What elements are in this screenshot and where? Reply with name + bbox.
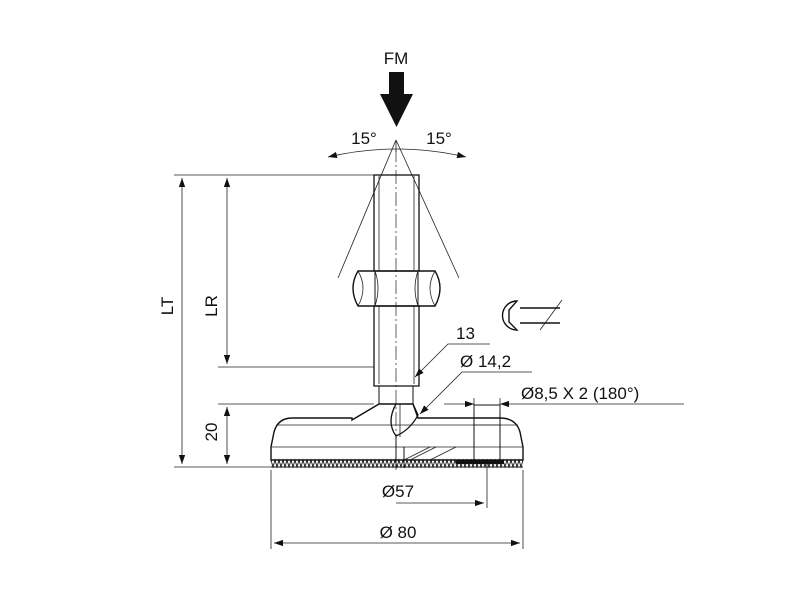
lr-label: LR (202, 295, 221, 317)
angle-right-label: 15° (426, 129, 452, 148)
ball-diameter-leader (419, 371, 532, 415)
lr-dimension (218, 178, 374, 368)
base-height-label: 20 (202, 423, 221, 442)
hex-nut (352, 270, 441, 307)
lt-label: LT (158, 297, 177, 316)
diameter-57-dimension (396, 464, 488, 508)
diameter-57-label: Ø57 (382, 482, 414, 501)
wrench-size-leader (414, 343, 490, 378)
down-arrow-icon (380, 72, 413, 127)
wrench-icon (501, 299, 563, 331)
mounting-holes-label: Ø8,5 X 2 (180°) (521, 384, 639, 403)
force-label: FM (384, 49, 409, 68)
ball-diameter-label: Ø 14,2 (460, 352, 511, 371)
tilt-angle-dimension (327, 139, 467, 279)
mounting-holes-dimension (444, 398, 684, 412)
diameter-80-label: Ø 80 (380, 523, 417, 542)
ball-joint (378, 386, 419, 437)
lt-dimension (174, 174, 374, 468)
wrench-size-label: 13 (456, 324, 475, 343)
base-height-dimension (218, 403, 374, 464)
diameter-80-dimension (270, 470, 524, 549)
angle-left-label: 15° (351, 129, 377, 148)
threaded-stud (373, 174, 420, 387)
